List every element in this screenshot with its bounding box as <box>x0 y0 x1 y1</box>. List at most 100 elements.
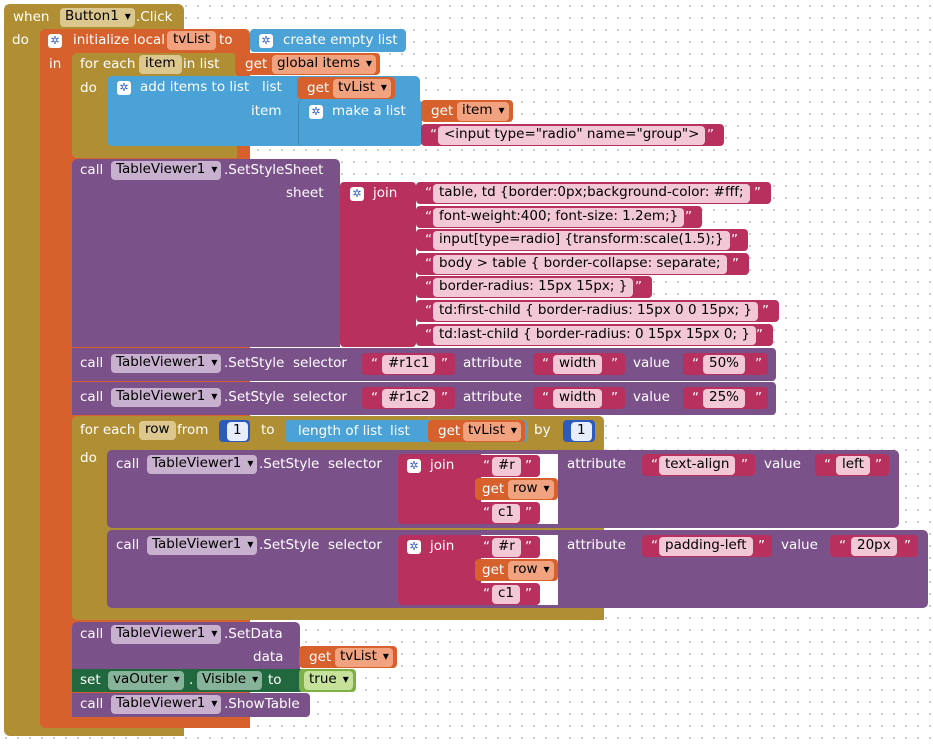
join-block[interactable]: ✲ join <box>340 182 416 347</box>
r-prefix-text[interactable]: #r <box>492 538 521 557</box>
tvlist-name-field[interactable]: tvList <box>167 31 216 50</box>
close-quote: ” <box>685 209 692 225</box>
css-text[interactable]: body > table { border-collapse: separate… <box>433 255 727 274</box>
close-quote: ” <box>732 256 739 272</box>
selector-text[interactable]: #r1c2 <box>382 389 436 408</box>
tableviewer1-dropdown[interactable]: TableViewer1 <box>111 354 222 373</box>
selector-text-block[interactable]: “ #r1c1 ” <box>362 353 455 375</box>
get-tvlist-block[interactable]: get tvList <box>299 646 397 668</box>
true-dropdown[interactable]: true <box>304 671 353 690</box>
c1-text[interactable]: c1 <box>492 585 521 604</box>
attribute-text[interactable]: width <box>553 355 603 374</box>
value-text[interactable]: 50% <box>703 355 746 374</box>
selector-text[interactable]: #r1c1 <box>382 355 436 374</box>
tvlist-dropdown[interactable]: tvList <box>333 79 391 98</box>
set-style-label: .SetStyle <box>259 537 320 553</box>
css-text-block[interactable]: “ border-radius: 15px 15px; } ” <box>416 276 652 298</box>
close-quote: ” <box>707 127 714 143</box>
show-table-block[interactable]: call TableViewer1 .ShowTable <box>72 693 310 717</box>
mutator-gear-icon[interactable]: ✲ <box>407 459 421 473</box>
css-text-block[interactable]: “ table, td {border:0px;background-color… <box>416 182 771 204</box>
mutator-gear-icon[interactable]: ✲ <box>48 34 62 48</box>
mutator-gear-icon[interactable]: ✲ <box>117 81 131 95</box>
item-dropdown[interactable]: item <box>457 102 509 121</box>
css-text-block[interactable]: “ input[type=radio] {transform:scale(1.5… <box>416 229 748 251</box>
set-stylesheet-block[interactable]: call TableViewer1 .SetStyleSheet sheet <box>72 159 340 347</box>
attribute-text[interactable]: width <box>553 389 603 408</box>
item-var-field[interactable]: item <box>139 55 182 74</box>
value-text-block[interactable]: “ 25% ” <box>683 387 768 409</box>
mutator-gear-icon[interactable]: ✲ <box>309 105 323 119</box>
css-text[interactable]: td:last-child { border-radius: 0 15px 15… <box>433 326 756 345</box>
value-text-block[interactable]: “ left ” <box>815 454 889 476</box>
mutator-gear-icon[interactable]: ✲ <box>259 34 273 48</box>
mutator-gear-icon[interactable]: ✲ <box>407 540 421 554</box>
get-item-block[interactable]: get item <box>421 100 513 122</box>
tableviewer1-dropdown[interactable]: TableViewer1 <box>111 625 222 644</box>
tableviewer1-dropdown[interactable]: TableViewer1 <box>111 695 222 714</box>
from-number-field[interactable]: 1 <box>227 422 248 441</box>
get-row-block[interactable]: get row <box>475 478 558 500</box>
get-tvlist-block[interactable]: get tvList <box>297 77 395 99</box>
css-text-block[interactable]: “ body > table { border-collapse: separa… <box>416 253 749 275</box>
c1-text-block[interactable]: “ c1 ” <box>475 583 540 605</box>
row-var-field[interactable]: row <box>139 421 176 440</box>
set-visible-block[interactable]: set vaOuter . Visible to <box>72 669 304 692</box>
css-text-block[interactable]: “ td:first-child { border-radius: 15px 0… <box>416 300 779 322</box>
by-number-field[interactable]: 1 <box>571 422 592 441</box>
number-from-block[interactable]: 1 <box>219 420 250 442</box>
css-text-block[interactable]: “ font-weight:400; font-size: 1.2em;} ” <box>416 206 702 228</box>
open-quote: “ <box>425 185 432 201</box>
get-row-block[interactable]: get row <box>475 559 558 581</box>
tableviewer1-dropdown[interactable]: TableViewer1 <box>111 388 222 407</box>
c1-text-block[interactable]: “ c1 ” <box>475 502 540 524</box>
length-of-list-label: length of list <box>298 423 383 439</box>
value-text-block[interactable]: “ 20px ” <box>830 535 918 557</box>
visible-dropdown[interactable]: Visible <box>197 671 263 690</box>
make-a-list-block[interactable]: ✲ make a list <box>298 100 422 146</box>
css-text-block[interactable]: “ td:last-child { border-radius: 0 15px … <box>416 324 773 346</box>
css-text[interactable]: font-weight:400; font-size: 1.2em;} <box>433 208 685 227</box>
value-text[interactable]: 25% <box>703 389 746 408</box>
value-text-block[interactable]: “ 50% ” <box>683 353 768 375</box>
css-text[interactable]: td:first-child { border-radius: 15px 0 0… <box>433 302 758 321</box>
css-text[interactable]: table, td {border:0px;background-color: … <box>433 184 750 203</box>
value-text[interactable]: 20px <box>851 537 897 556</box>
set-data-block[interactable]: call TableViewer1 .SetData data <box>72 622 300 669</box>
get-global-items-block[interactable]: get global items <box>235 53 380 75</box>
attribute-text[interactable]: padding-left <box>659 537 753 556</box>
attribute-text-block[interactable]: “ text-align ” <box>642 454 755 476</box>
css-text[interactable]: input[type=radio] {transform:scale(1.5);… <box>433 231 730 250</box>
mutator-gear-icon[interactable]: ✲ <box>350 187 364 201</box>
tableviewer1-dropdown[interactable]: TableViewer1 <box>147 455 258 474</box>
selector-text-block[interactable]: “ #r1c2 ” <box>362 387 455 409</box>
value-text[interactable]: left <box>836 456 870 475</box>
r-prefix-text-block[interactable]: “ #r ” <box>475 536 540 558</box>
get-tvlist-block[interactable]: get tvList <box>428 420 525 442</box>
row-dropdown[interactable]: row <box>508 561 554 580</box>
radio-input-text-block[interactable]: “ <input type="radio" name="group"> ” <box>421 124 724 146</box>
open-quote: “ <box>651 457 658 473</box>
radio-input-text[interactable]: <input type="radio" name="group"> <box>438 126 706 145</box>
attribute-text[interactable]: text-align <box>659 456 736 475</box>
create-empty-list-block[interactable]: ✲ create empty list <box>250 29 406 52</box>
value-label: value <box>633 355 670 371</box>
tableviewer1-dropdown[interactable]: TableViewer1 <box>111 161 222 180</box>
r-prefix-text-block[interactable]: “ #r ” <box>475 455 540 477</box>
r-prefix-text[interactable]: #r <box>492 457 521 476</box>
attribute-text-block[interactable]: “ width ” <box>533 387 625 409</box>
vaouter-dropdown[interactable]: vaOuter <box>108 671 184 690</box>
tvlist-dropdown[interactable]: tvList <box>335 648 393 667</box>
button1-dropdown[interactable]: Button1 <box>60 8 135 27</box>
logic-true-block[interactable]: true <box>299 669 356 692</box>
tableviewer1-dropdown[interactable]: TableViewer1 <box>147 536 258 555</box>
c1-text[interactable]: c1 <box>492 504 521 523</box>
global-items-dropdown[interactable]: global items <box>272 55 376 74</box>
make-a-list-label: make a list <box>332 103 406 119</box>
tvlist-dropdown[interactable]: tvList <box>463 422 521 441</box>
attribute-text-block[interactable]: “ padding-left ” <box>642 535 772 557</box>
attribute-text-block[interactable]: “ width ” <box>533 353 625 375</box>
number-by-block[interactable]: 1 <box>563 420 595 442</box>
row-dropdown[interactable]: row <box>508 480 554 499</box>
css-text[interactable]: border-radius: 15px 15px; } <box>433 278 634 297</box>
